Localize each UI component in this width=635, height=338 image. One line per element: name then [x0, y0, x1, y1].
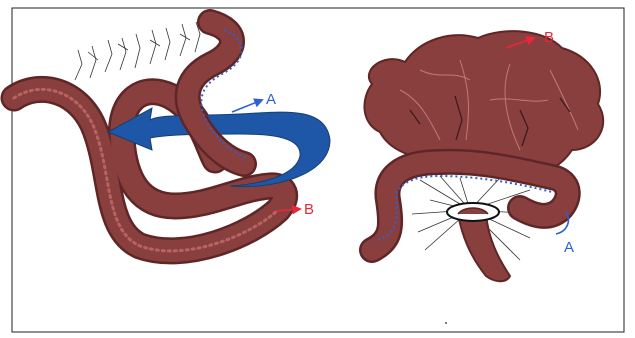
left-label-b: B [304, 201, 314, 218]
stray-dot [445, 322, 447, 324]
right-label-b: B [544, 29, 554, 46]
right-label-a: A [564, 239, 574, 256]
left-label-a: A [266, 91, 276, 108]
